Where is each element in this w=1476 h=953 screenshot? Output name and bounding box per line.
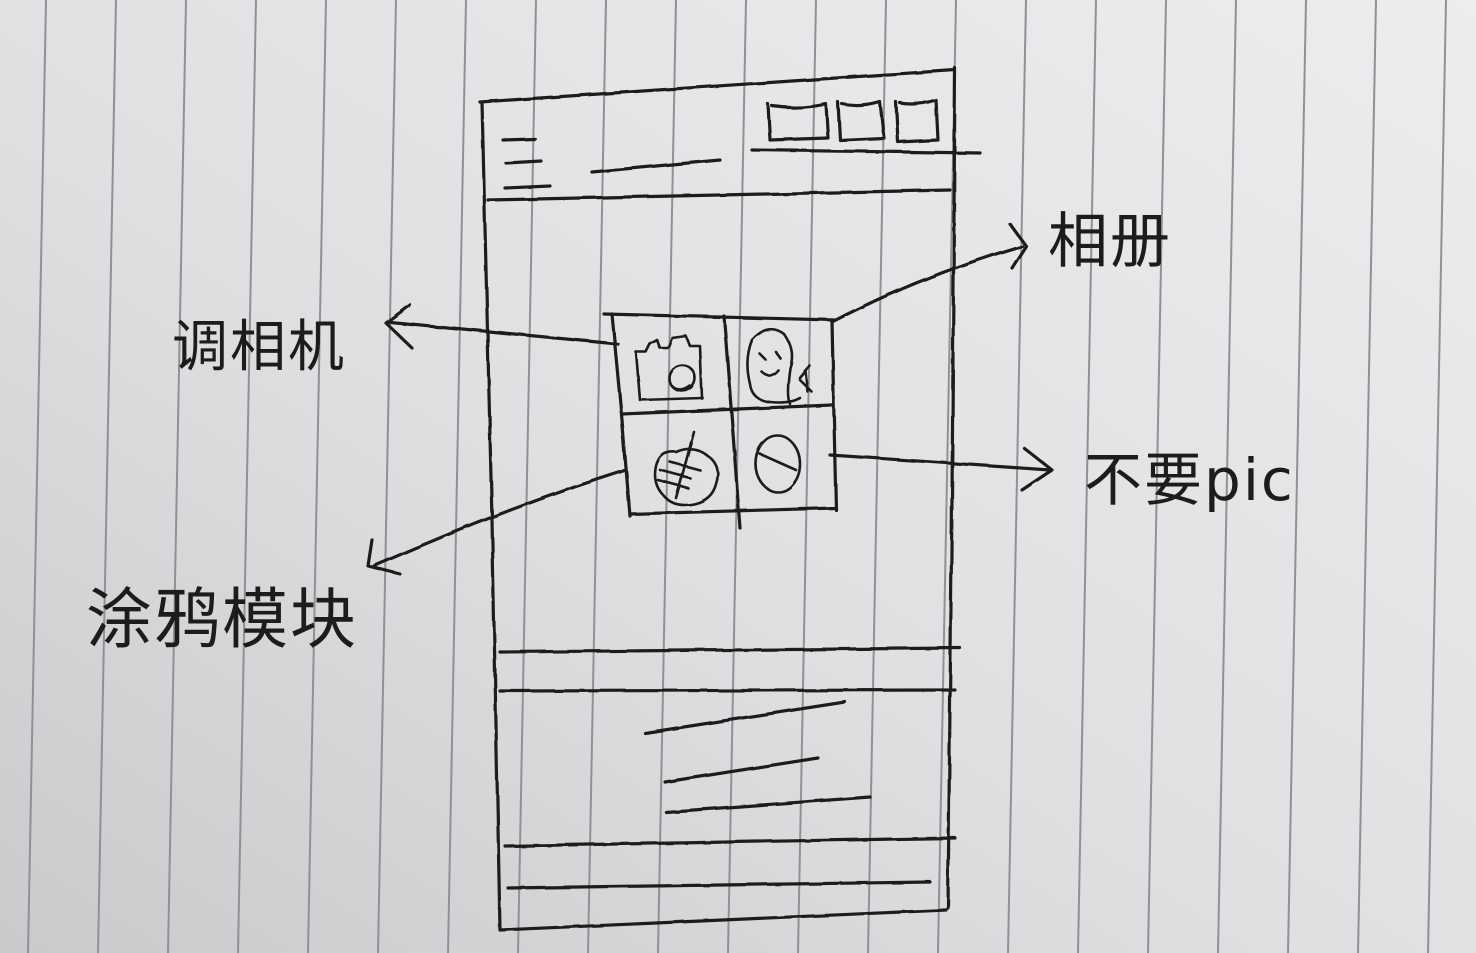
ruled-line [377,0,397,953]
camera-arrow [384,303,620,350]
ruled-line [657,0,677,953]
square-icon [766,102,830,142]
ruled-line [237,0,257,953]
ruled-line [307,0,327,953]
ruled-line [517,0,537,953]
camera-icon [634,334,704,402]
photo-album-icon [746,327,814,406]
album-annotation-label: 相册 [1048,207,1172,277]
ruled-line [97,0,117,953]
ruled-line [1287,0,1307,953]
ruled-line [587,0,607,953]
ruled-line [1217,0,1237,953]
no-pic-annotation-label: 不要pic [1084,446,1295,514]
hamburger-menu-icon [501,137,552,190]
square-icon [836,100,886,142]
ruled-line [1077,0,1097,953]
ruled-line [1357,0,1377,953]
doodle-annotation-label: 涂鸦模块 [86,581,358,658]
bottom-text-placeholders [643,700,872,814]
phone-frame [478,66,957,932]
header-title-placeholder [590,158,722,174]
album-arrow [830,222,1028,324]
header-action-icons [750,98,982,155]
ruled-line [1007,0,1027,953]
ruled-line [167,0,187,953]
camera-annotation-label: 调相机 [172,315,346,380]
ruled-line [797,0,817,953]
ruled-line [27,0,47,953]
square-icon [894,98,940,144]
ruled-line [1427,0,1447,953]
no-pic-arrow [828,446,1054,492]
app-header [486,98,982,202]
doodle-arrow [366,468,628,576]
bottom-panel [498,646,962,890]
ruled-line [867,0,887,953]
ruled-line [447,0,467,953]
no-picture-icon [754,434,802,494]
ruled-line [1147,0,1167,953]
annotation-arrows [366,222,1054,576]
doodle-brush-icon [653,430,720,507]
feature-grid [602,312,838,530]
